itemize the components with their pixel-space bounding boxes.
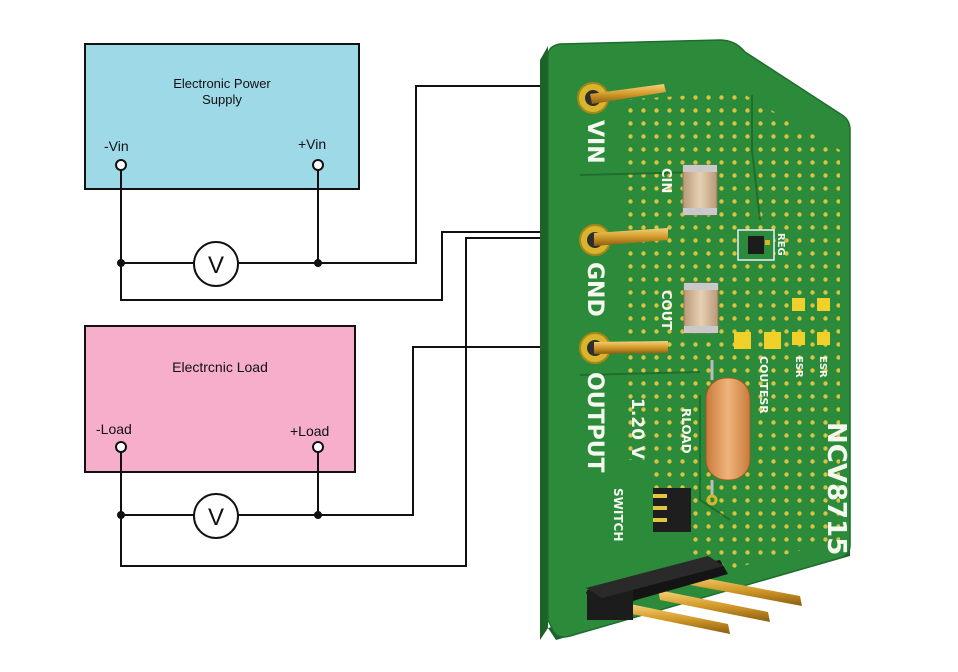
label-esr-1: ESR [793, 356, 804, 378]
esr-pads [734, 298, 830, 349]
neg-vin-terminal [115, 159, 127, 171]
label-reg: REG [775, 233, 786, 256]
junction-dot [117, 259, 125, 267]
pcb-edge [540, 46, 548, 640]
switch-header [653, 488, 691, 532]
pin-gnd [579, 224, 668, 256]
pos-load-terminal [312, 441, 324, 453]
pos-load-label: +Load [290, 423, 330, 439]
power-supply-title-line1: Electronic Power [173, 76, 271, 91]
wire-neg-vin [120, 168, 668, 301]
label-cout: COUT [658, 290, 673, 330]
voltmeter-bottom: V [193, 493, 239, 539]
power-supply-title: Electronic Power Supply [86, 76, 358, 108]
power-supply-box: Electronic Power Supply -Vin +Vin [84, 43, 360, 190]
label-esr-2: ESR [817, 356, 828, 378]
pin-label-gnd: GND [582, 262, 607, 317]
neg-load-terminal [115, 441, 127, 453]
label-coutesr: COUTESR [757, 356, 770, 414]
label-voltage: 1.20 V [627, 398, 647, 460]
junction-dot [117, 511, 125, 519]
pcb-board [540, 39, 851, 640]
label-rload: RLOAD [679, 408, 693, 454]
bottom-header [586, 556, 802, 634]
pin-label-output: OUTPUT [582, 372, 607, 473]
resistor-rload [705, 360, 751, 506]
voltmeter-bottom-symbol: V [208, 504, 224, 531]
capacitor-cin [682, 164, 718, 216]
via-field [620, 92, 840, 580]
capacitor-cout [683, 282, 719, 334]
electronic-load-box: Electrcnic Load -Load +Load [84, 325, 356, 473]
label-switch: SWITCH [611, 488, 625, 541]
neg-vin-label: -Vin [104, 138, 129, 154]
junction-dot [314, 511, 322, 519]
electronic-load-title: Electrcnic Load [172, 359, 268, 375]
voltmeter-top: V [193, 241, 239, 287]
regulator-chip [737, 229, 775, 261]
terminals [115, 159, 324, 453]
neg-load-label: -Load [96, 421, 132, 437]
pin-output [579, 332, 668, 364]
pin-vin [577, 82, 666, 114]
label-cin: CIN [658, 168, 673, 193]
junction-dot [314, 259, 322, 267]
pin-label-vin: VIN [582, 120, 607, 164]
pos-vin-label: +Vin [298, 136, 327, 152]
junctions [117, 259, 322, 519]
wire-gnd-load [120, 237, 668, 567]
pos-vin-terminal [312, 159, 324, 171]
voltmeter-top-symbol: V [208, 252, 224, 279]
power-supply-title-line2: Supply [202, 92, 242, 107]
label-part-number: NCV8715 [821, 422, 851, 555]
